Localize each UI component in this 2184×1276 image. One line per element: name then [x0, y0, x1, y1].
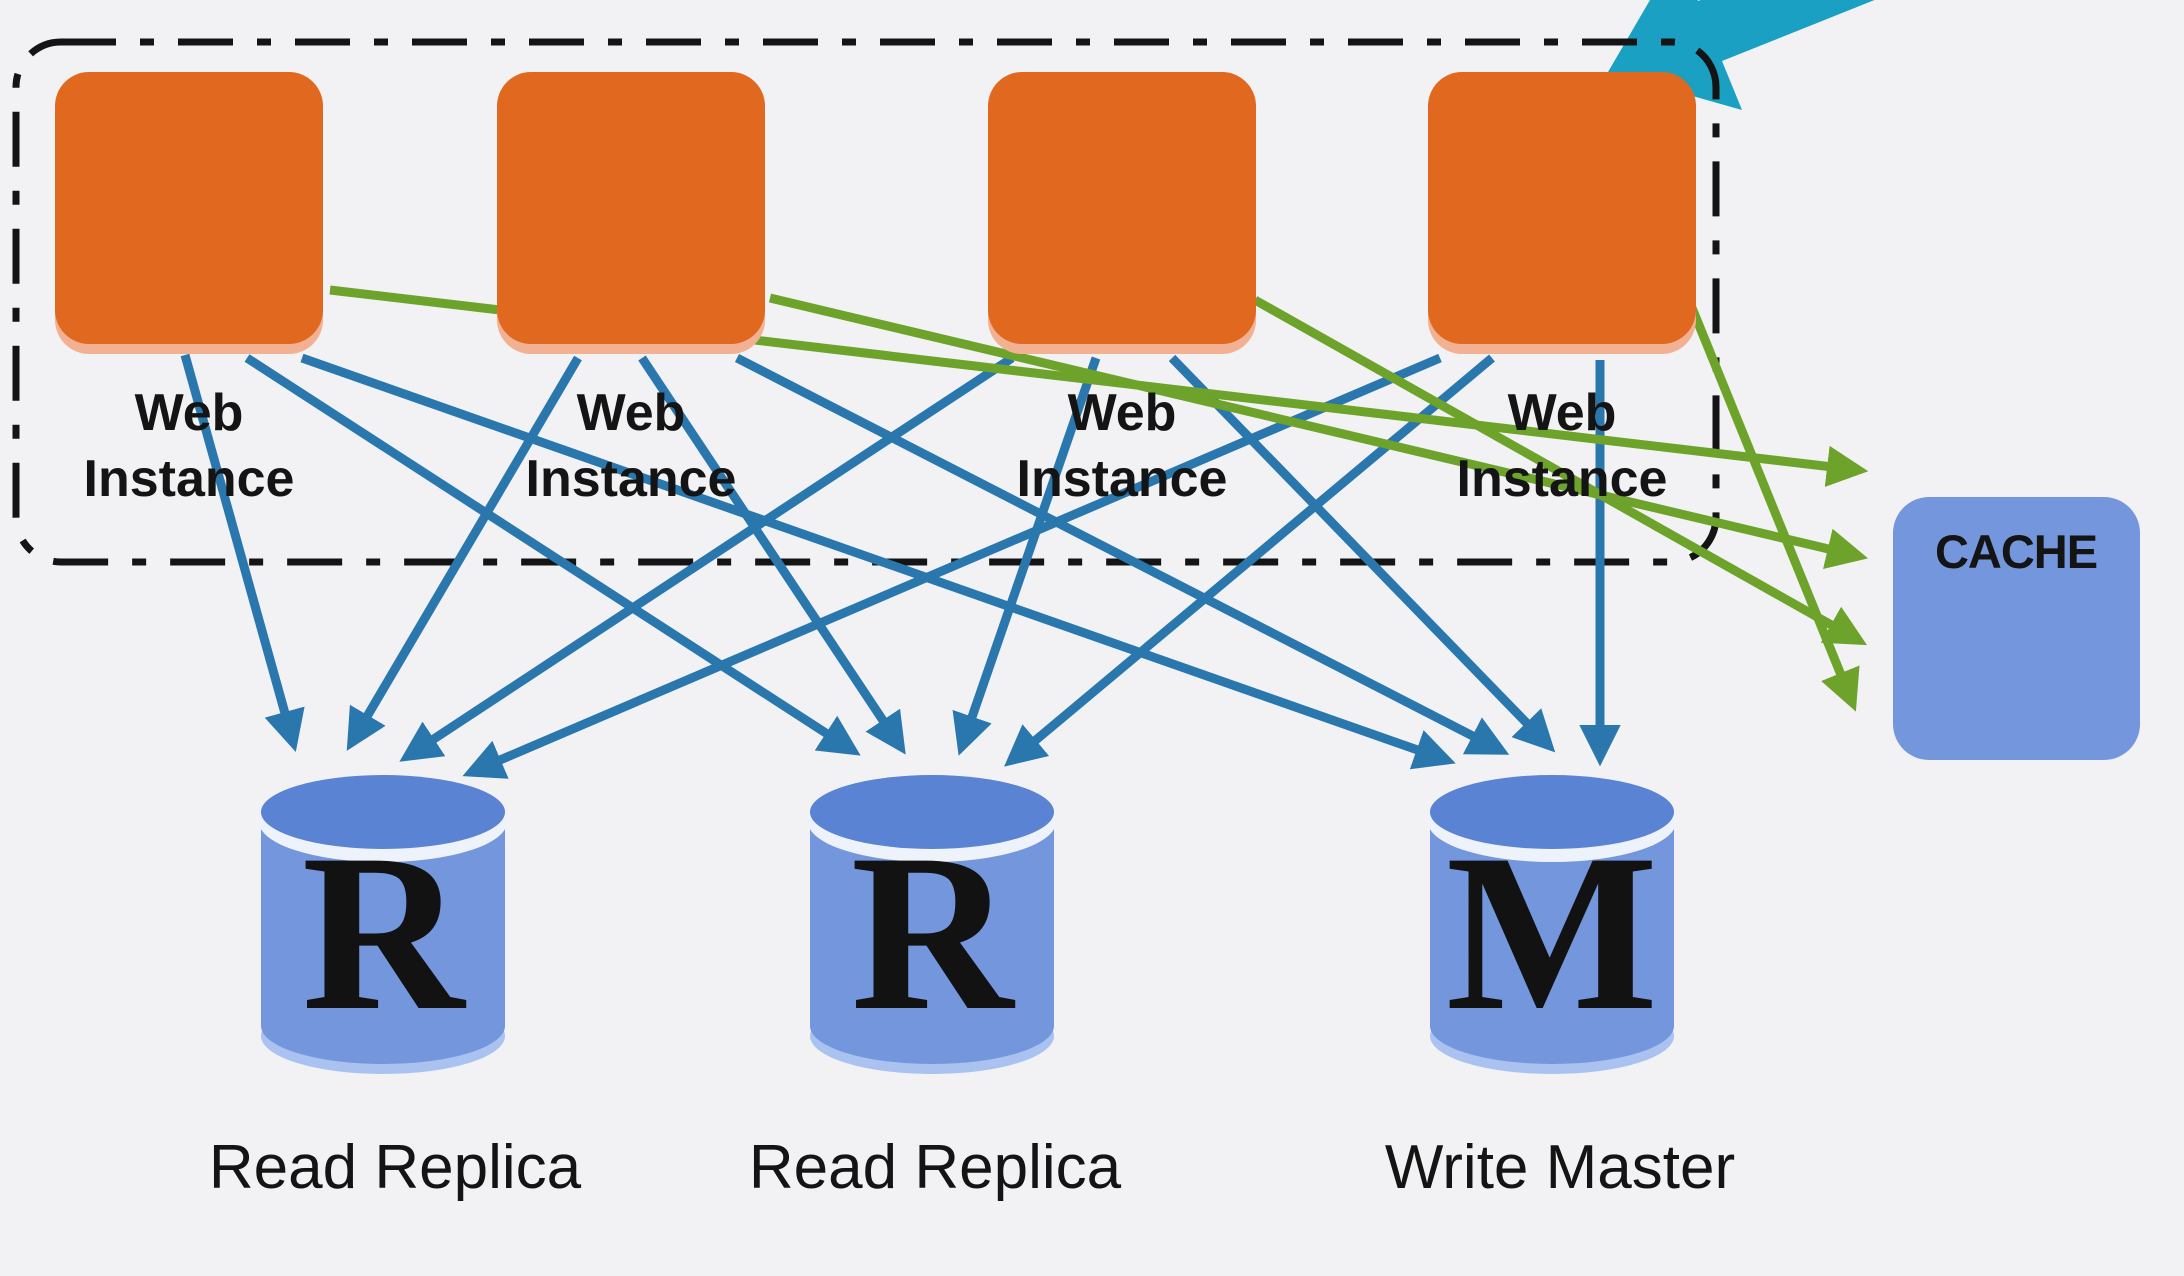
web-instance-box [1428, 72, 1696, 344]
web-instance-label-line2: Instance [1457, 450, 1668, 508]
cache: CACHE [1893, 497, 2140, 760]
cache-label: CACHE [1935, 525, 2097, 578]
database-caption: Read Replica [209, 1133, 582, 1202]
web-instance-1: Web Instance [55, 72, 323, 508]
database-read-replica-1: R [259, 775, 507, 1074]
web-instance-2: Web Instance [497, 72, 765, 508]
db-arrow [1004, 354, 1495, 767]
cache-arrow [1683, 296, 1860, 712]
db-arrow [952, 356, 1101, 756]
db-arrow [1168, 354, 1556, 753]
database-read-replica-2: R [808, 775, 1056, 1074]
web-instance-3: Web Instance [988, 72, 1256, 508]
db-arrow [300, 353, 1456, 770]
database-letter: M [1446, 807, 1658, 1057]
web-instance-box [497, 72, 765, 344]
web-tier-boundary [12, 38, 1720, 566]
database-write-master: M [1428, 775, 1676, 1074]
web-instance-box [55, 72, 323, 344]
web-instance-label-line2: Instance [84, 450, 295, 508]
cache-box [1893, 497, 2140, 760]
db-arrows [180, 353, 1621, 779]
database-letter: R [302, 807, 467, 1057]
cache-arrow [1252, 296, 1868, 646]
cache-arrow [768, 293, 1869, 569]
database-caption: Write Master [1385, 1133, 1735, 1202]
db-arrow [638, 355, 906, 755]
db-arrow [180, 353, 305, 752]
db-arrow [462, 353, 1442, 779]
cylinder-top-cap [810, 775, 1054, 849]
db-arrow [734, 353, 1510, 755]
database-letter: R [851, 807, 1016, 1057]
web-instance-label-line2: Instance [526, 450, 737, 508]
db-arrow [399, 354, 1015, 762]
web-instance-label-line2: Instance [1017, 450, 1228, 508]
cylinder-top-cap [1430, 775, 1674, 849]
web-instance-label-line1: Web [135, 384, 244, 442]
web-instance-box [988, 72, 1256, 344]
web-instance-label-line1: Web [1068, 384, 1177, 442]
web-instance-label-line1: Web [1508, 384, 1617, 442]
db-arrow [346, 355, 582, 751]
web-instance-label-line1: Web [577, 384, 686, 442]
web-instance-4: Web Instance [1428, 72, 1696, 508]
cylinder-top-cap [261, 775, 505, 849]
database-caption: Read Replica [749, 1133, 1122, 1202]
db-arrow [244, 354, 861, 756]
